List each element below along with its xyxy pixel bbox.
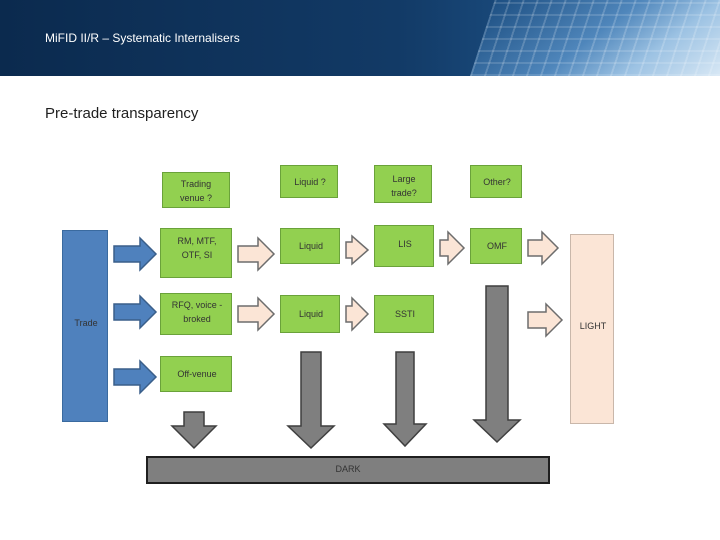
slide-title: MiFID II/R – Systematic Internalisers bbox=[45, 31, 240, 45]
arrow-liquid-to-ssti-icon bbox=[345, 296, 370, 332]
light-column: LIGHT bbox=[570, 234, 614, 424]
trade-column: Trade bbox=[62, 230, 108, 422]
omf-label: OMF bbox=[487, 241, 507, 251]
liquid-header-box: Liquid ? bbox=[280, 165, 338, 198]
other-header-box: Other? bbox=[470, 165, 522, 198]
rm-mtf-otf-si-label: RM, MTF, OTF, SI bbox=[177, 236, 217, 260]
off-venue-box: Off-venue bbox=[160, 356, 232, 392]
rfq-voice-broked-label: RFQ, voice - broked bbox=[171, 300, 223, 324]
section-title: Pre-trade transparency bbox=[45, 105, 199, 122]
liquid-box-1: Liquid bbox=[280, 228, 340, 264]
banner-building-image bbox=[470, 0, 720, 76]
ssti-box: SSTI bbox=[374, 295, 434, 333]
liquid-header-label: Liquid ? bbox=[294, 177, 326, 187]
dark-label: DARK bbox=[335, 464, 361, 474]
arrow-other-to-dark-icon bbox=[472, 285, 522, 444]
liquid-label-2: Liquid bbox=[298, 309, 324, 319]
arrow-liquid-to-dark-icon bbox=[286, 351, 336, 450]
arrow-omf-to-light-icon bbox=[527, 230, 560, 266]
large-trade-header-label: Large trade? bbox=[391, 174, 417, 198]
arrow-offvenue-to-dark-icon bbox=[170, 411, 218, 450]
lis-label: LIS bbox=[398, 239, 412, 249]
arrow-ssti-to-dark-icon bbox=[382, 351, 428, 448]
liquid-box-2: Liquid bbox=[280, 295, 340, 333]
off-venue-label: Off-venue bbox=[177, 369, 217, 379]
arrow-liquid-to-lis-icon bbox=[345, 234, 370, 266]
dark-bar: DARK bbox=[146, 456, 550, 484]
arrow-trade-to-rm-icon bbox=[113, 236, 158, 272]
other-header-label: Other? bbox=[483, 177, 511, 187]
header-banner: MiFID II/R – Systematic Internalisers bbox=[0, 0, 720, 76]
arrow-rm-to-liquid-icon bbox=[237, 236, 276, 272]
ssti-label: SSTI bbox=[394, 309, 415, 319]
rfq-voice-broked-box: RFQ, voice - broked bbox=[160, 293, 232, 335]
lis-box: LIS bbox=[374, 225, 434, 267]
omf-box: OMF bbox=[470, 228, 522, 264]
trading-venue-header-label: Trading venue ? bbox=[179, 179, 213, 203]
light-label: LIGHT bbox=[579, 321, 607, 331]
arrow-trade-to-rfq-icon bbox=[113, 294, 158, 330]
trading-venue-header-box: Trading venue ? bbox=[162, 172, 230, 208]
rm-mtf-otf-si-box: RM, MTF, OTF, SI bbox=[160, 228, 232, 278]
arrow-trade-to-offvenue-icon bbox=[113, 359, 158, 395]
liquid-label-1: Liquid bbox=[298, 241, 324, 251]
arrow-rfq-to-liquid-icon bbox=[237, 296, 276, 332]
trade-label: Trade bbox=[74, 318, 98, 328]
arrow-ssti-to-light-icon bbox=[527, 302, 564, 338]
arrow-lis-to-omf-icon bbox=[439, 230, 466, 266]
large-trade-header-box: Large trade? bbox=[374, 165, 432, 203]
